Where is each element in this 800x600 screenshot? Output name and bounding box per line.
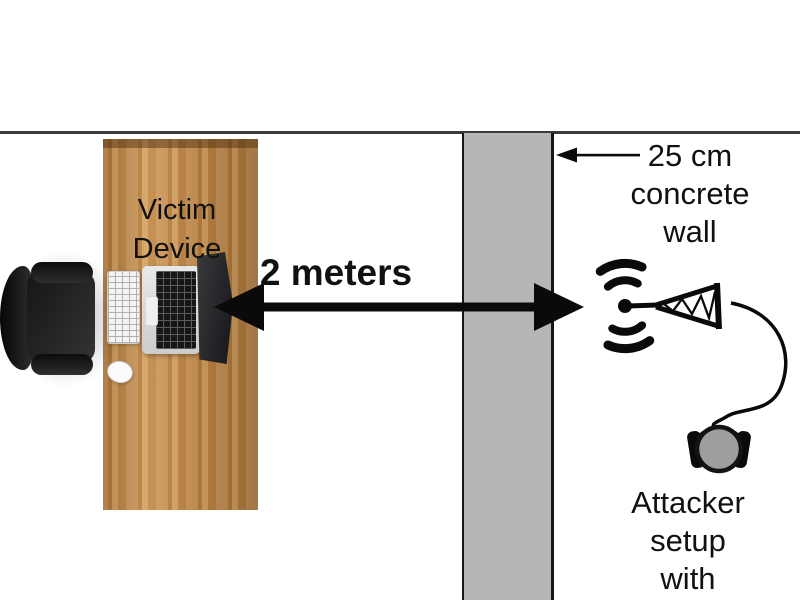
concrete-wall-label: 25 cm concrete wall — [630, 138, 750, 249]
left-arrow-icon — [556, 147, 640, 163]
cable-icon — [711, 301, 788, 430]
radio-waves-icon — [595, 258, 655, 354]
distance-label: 2 meters — [259, 252, 413, 293]
victim-device-label: Victim Device — [132, 194, 222, 265]
horn-antenna-icon — [618, 282, 722, 330]
keyboard — [107, 271, 140, 344]
office-chair-seat — [27, 271, 95, 363]
laptop-trackpad — [145, 296, 158, 326]
attacker-setup-label: Attacker setup with antenna — [631, 485, 745, 600]
room-boundary-line — [0, 131, 800, 134]
office-chair-armrest — [31, 354, 93, 375]
laptop-keyboard — [156, 271, 196, 349]
desk-edge — [103, 139, 258, 148]
concrete-wall — [462, 133, 554, 600]
double-headed-arrow-icon — [214, 283, 584, 331]
laptop-body — [142, 266, 200, 354]
antenna-feed-dot — [618, 299, 632, 313]
headphones-icon — [687, 424, 751, 474]
office-chair-armrest — [31, 262, 93, 283]
